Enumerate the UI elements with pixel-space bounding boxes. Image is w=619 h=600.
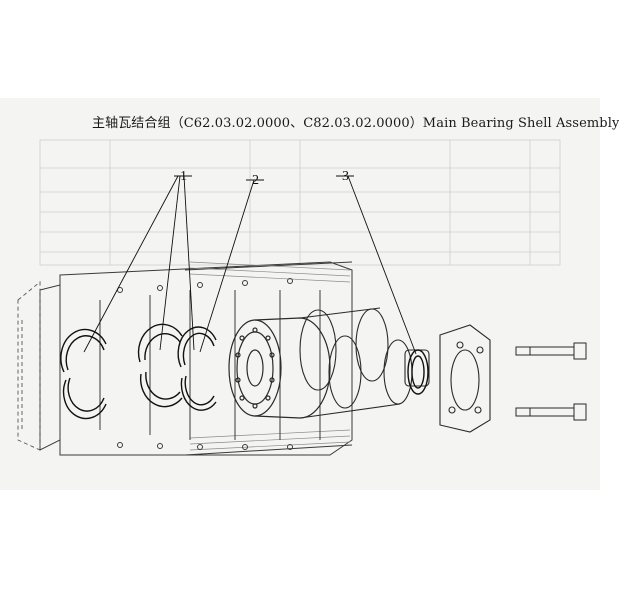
leader-lines	[83, 175, 417, 355]
page: 主轴瓦结合组（C62.03.02.0000、C82.03.02.0000）Mai…	[0, 98, 619, 490]
bearing-shell-middle	[137, 323, 183, 408]
callout-3: 3	[342, 169, 349, 184]
crankshaft-flange	[228, 317, 331, 419]
figure-title: 主轴瓦结合组（C62.03.02.0000、C82.03.02.0000）Mai…	[92, 116, 619, 131]
bearing-shell-thrust	[177, 326, 217, 411]
ghost-parts-table	[39, 139, 561, 266]
assembly-drawing: 1 2 3	[17, 139, 587, 456]
engine-block	[39, 261, 353, 456]
callout-1: 1	[180, 169, 187, 184]
callout-2: 2	[252, 173, 259, 188]
rear-bearing-ring	[407, 349, 429, 395]
bolt-lower	[515, 403, 587, 421]
bearing-shell-left	[60, 328, 107, 420]
end-cover	[439, 324, 491, 433]
crankshaft	[299, 307, 430, 419]
housing-outline	[17, 281, 41, 451]
bolt-upper	[515, 342, 587, 360]
